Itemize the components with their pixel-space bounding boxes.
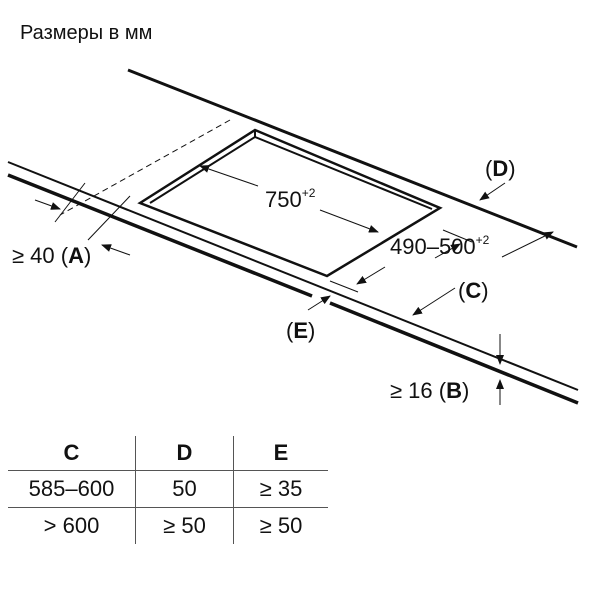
diagram-title: Размеры в мм xyxy=(20,22,153,44)
table-cell: ≥ 50 xyxy=(135,507,234,544)
header-c: C xyxy=(63,440,80,465)
width-dimension: 750+2 xyxy=(265,186,316,212)
table-cell: ≥ 50 xyxy=(233,507,328,544)
dashed-guide xyxy=(59,119,231,216)
depth-dimension: 490–500+2 xyxy=(390,233,490,259)
worktop-front-edge-bottom xyxy=(7,173,313,298)
table-row: > 600 ≥ 50 ≥ 50 xyxy=(8,507,328,544)
label-a: ≥ 40 (A) xyxy=(12,243,92,268)
table-cell: > 600 xyxy=(43,513,100,538)
label-b: ≥ 16 (B) xyxy=(390,378,470,403)
label-c: (C) xyxy=(458,278,489,303)
worktop-back-edge xyxy=(127,68,578,249)
header-e: E xyxy=(233,436,328,471)
table-header-row: C D E xyxy=(8,436,328,471)
table-cell: 50 xyxy=(135,470,234,508)
table-row: 585–600 50 ≥ 35 xyxy=(8,470,328,508)
header-d: D xyxy=(135,436,234,471)
label-e: (E) xyxy=(286,318,316,343)
worktop-front-edge-top xyxy=(7,161,579,391)
table-cell: ≥ 35 xyxy=(233,470,328,508)
clearance-table: C D E 585–600 50 ≥ 35 > 600 ≥ 50 ≥ 50 xyxy=(8,436,328,544)
cutout-outer xyxy=(137,128,443,278)
label-d: (D) xyxy=(485,156,516,181)
table-cell: 585–600 xyxy=(8,470,136,508)
